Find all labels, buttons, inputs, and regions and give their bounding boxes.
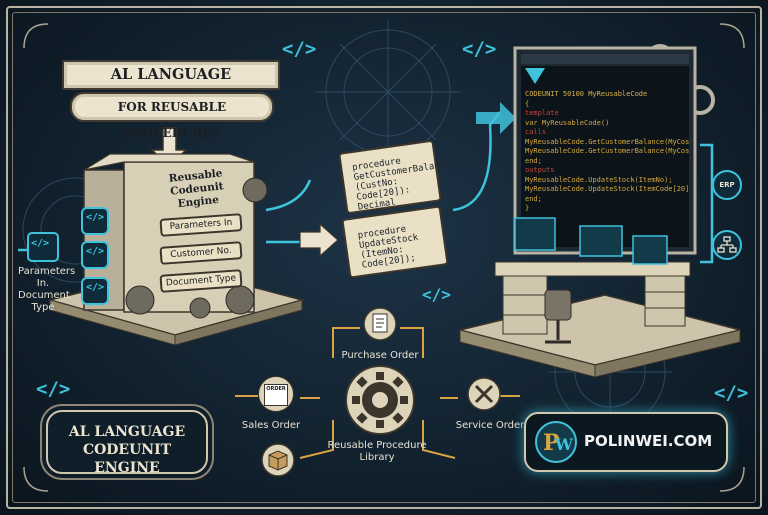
bottom-banner-line1: AL LANGUAGE (68, 424, 186, 440)
brand-logo-icon: P W (535, 421, 577, 463)
code-line: } (525, 204, 530, 212)
parameters-label: Parameters In. Document Type (18, 266, 76, 313)
purchase-order-icon (363, 307, 397, 341)
engine-code-icon-1: </> (86, 212, 105, 223)
parameters-code-icon: </> (31, 238, 50, 249)
code-icon-right: </> (714, 382, 749, 404)
service-order-label: Service Order (455, 420, 525, 431)
svg-text:W: W (554, 435, 574, 454)
code-line: outputs (525, 166, 555, 174)
hierarchy-glyph (717, 236, 737, 253)
title-banner-line2: FOR REUSABLE PROCEDURES (70, 92, 274, 140)
code-icon-top-right: </> (462, 38, 497, 60)
bottom-banner: AL LANGUAGE CODEUNIT ENGINE (46, 410, 208, 476)
title-banner-line1: AL LANGUAGE CODEUNIT (62, 60, 280, 109)
svg-text:P: P (543, 430, 560, 456)
engine-code-icon-3: </> (86, 282, 105, 293)
code-line: CODEUNIT 50100 MyReusableCode (525, 90, 648, 98)
package-icon (261, 443, 295, 477)
monitor-code-screen: CODEUNIT 50100 MyReusableCode { template… (525, 90, 690, 250)
sales-order-label: Sales Order (241, 420, 301, 431)
code-icon-top-left: </> (282, 38, 317, 60)
tools-icon (467, 377, 501, 411)
purchase-order-label: Purchase Order (341, 350, 419, 361)
procedure-scroll-1: procedure GetCustomerBalance (CustNo: Co… (338, 139, 451, 215)
code-line: MyReusableCode.UpdateStock(ItemNo); (525, 175, 673, 184)
brand-link[interactable]: POLINWEI.COM (584, 432, 713, 450)
workstation-illustration (459, 44, 741, 378)
code-line: var MyReusableCode() (525, 118, 610, 127)
code-line: MyReusableCode.UpdateStock(ItemCode[20])… (525, 185, 690, 193)
inner-frame (12, 12, 756, 503)
hierarchy-icon (712, 230, 742, 260)
parameters-icon-box (27, 232, 59, 262)
brand-badge: P W POLINWEI.COM (524, 412, 728, 472)
erp-icon: ERP (712, 170, 742, 200)
code-line: MyReusableCode.GetCustomerBalance(MyCost… (525, 147, 690, 155)
hub-label: Reusable Procedure Library (327, 440, 427, 463)
outer-frame (6, 6, 762, 509)
engine-code-icon-2: </> (86, 246, 105, 257)
sales-order-icon: ORDER (258, 376, 294, 412)
order-tag: ORDER (264, 384, 288, 406)
code-line: end; (525, 194, 542, 203)
code-line: end; (525, 156, 542, 165)
bottom-banner-line2: CODEUNIT ENGINE (82, 442, 172, 476)
gear-icon (345, 365, 415, 435)
code-line: { (525, 99, 530, 108)
code-icon-left: </> (36, 378, 71, 400)
code-icon-middle: </> (422, 285, 451, 304)
code-line: template (525, 109, 559, 117)
code-line: MyReusableCode.GetCustomerBalance(MyCost… (525, 137, 690, 146)
code-line: calls (525, 128, 547, 136)
